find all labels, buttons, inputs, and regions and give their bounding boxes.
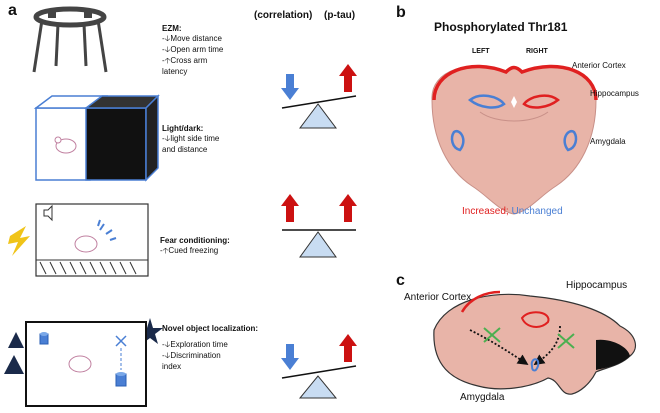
legend-increased: Increased; <box>462 206 509 217</box>
balance-ezm <box>281 64 357 129</box>
ezm-description: EZM: -🡣Move distance -🡣Open arm time -🡡C… <box>162 24 262 77</box>
fear-conditioning-box-icon <box>8 203 149 277</box>
lightdark-line-1: light side time <box>170 134 220 143</box>
fear-line-1: Cued freezing <box>168 246 219 255</box>
balance-nol <box>281 334 357 399</box>
lightdark-title: Light/dark: <box>162 124 204 133</box>
arrow-down-icon: -🡣 <box>162 134 171 143</box>
arrow-up-icon: -🡡 <box>162 56 171 65</box>
nol-description: Novel object localization: -🡣Exploration… <box>162 324 280 372</box>
arrow-down-icon: -🡣 <box>162 351 171 360</box>
lightdark-description: Light/dark: -🡣light side time and distan… <box>162 124 262 155</box>
label-hippocampus-c: Hippocampus <box>566 280 628 291</box>
header-ptau: (p-tau) <box>324 10 356 21</box>
panel-letter-a: a <box>8 2 17 19</box>
sagittal-brain <box>433 290 637 395</box>
label-amygdala-c: Amygdala <box>460 392 505 403</box>
nol-line-3: index <box>162 362 182 371</box>
ezm-line-1: Move distance <box>170 34 223 43</box>
light-dark-box-icon <box>33 94 160 182</box>
balance-fear <box>281 194 357 258</box>
ezm-maze-icon <box>32 6 108 73</box>
arrow-down-icon: -🡣 <box>162 34 171 43</box>
nol-line-1: Exploration time <box>170 340 228 349</box>
label-anterior-cortex-b: Anterior Cortex <box>572 61 626 70</box>
label-left: LEFT <box>472 48 490 55</box>
fear-title: Fear conditioning: <box>160 236 230 245</box>
novel-object-arena-icon <box>4 318 163 407</box>
label-anterior-cortex-c: Anterior Cortex <box>404 292 472 303</box>
panel-b-title: Phosphorylated Thr181 <box>434 20 568 34</box>
panel-letter-c: c <box>396 272 405 289</box>
ezm-title: EZM: <box>162 24 182 33</box>
label-amygdala-b: Amygdala <box>590 137 626 146</box>
ezm-line-3: Cross arm <box>170 56 208 65</box>
arrow-up-icon: -🡡 <box>160 246 169 255</box>
nol-line-2: Discrimination <box>170 351 221 360</box>
label-hippocampus-b: Hippocampus <box>590 89 639 98</box>
header-correlation: (correlation) <box>254 10 313 21</box>
coronal-brain-section <box>431 64 598 215</box>
ezm-line-2: Open arm time <box>170 45 224 54</box>
legend-unchanged: Unchanged <box>511 206 563 217</box>
panel-b-legend: Increased; Unchanged <box>462 206 563 217</box>
ezm-line-4: latency <box>162 67 188 76</box>
panel-letter-b: b <box>396 4 406 21</box>
arrow-down-icon: -🡣 <box>162 45 171 54</box>
label-right: RIGHT <box>526 48 548 55</box>
arrow-down-icon: -🡣 <box>162 340 171 349</box>
fear-description: Fear conditioning: -🡡Cued freezing <box>160 236 270 256</box>
lightdark-line-2: and distance <box>162 145 208 154</box>
nol-title: Novel object localization: <box>162 324 259 333</box>
